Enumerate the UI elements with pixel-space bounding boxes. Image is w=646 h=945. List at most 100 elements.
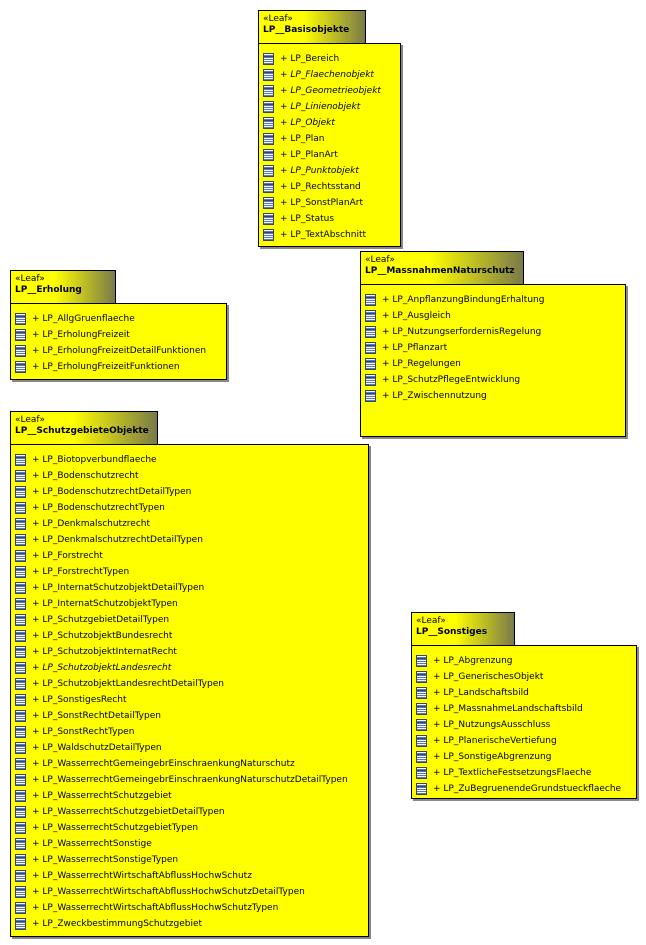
class-item[interactable]: + LP_TextAbschnitt xyxy=(263,227,381,243)
class-item[interactable]: + LP_Biotopverbundflaeche xyxy=(15,452,348,468)
package-body[interactable]: + LP_Bereich + LP_Flaechenobjekt + LP_Geom… xyxy=(258,43,401,247)
class-item[interactable]: + LP_ForstrechtTypen xyxy=(15,564,348,580)
class-item[interactable]: + LP_SonstigesRecht xyxy=(15,692,348,708)
class-item[interactable]: + LP_Regelungen xyxy=(365,356,544,372)
class-label: + LP_WasserrechtSchutzgebietTypen xyxy=(32,823,199,833)
class-item[interactable]: + LP_BodenschutzrechtDetailTypen xyxy=(15,484,348,500)
class-item[interactable]: + LP_NutzungserfordernisRegelung xyxy=(365,324,544,340)
class-item[interactable]: + LP_GenerischesObjekt xyxy=(416,669,621,685)
class-item[interactable]: + LP_WasserrechtSchutzgebietTypen xyxy=(15,820,348,836)
class-item[interactable]: + LP_WasserrechtGemeingebrEinschraenkung… xyxy=(15,772,348,788)
class-item[interactable]: + LP_ErholungFreizeit xyxy=(15,327,206,343)
class-label: + LP_InternatSchutzobjektDetailTypen xyxy=(32,583,205,593)
class-item[interactable]: + LP_SchutzobjektInternatRecht xyxy=(15,644,348,660)
class-label: + LP_Bodenschutzrecht xyxy=(32,471,139,481)
class-icon xyxy=(15,902,26,914)
class-item[interactable]: + LP_SchutzgebietDetailTypen xyxy=(15,612,348,628)
class-label: + LP_ErholungFreizeitDetailFunktionen xyxy=(32,346,207,356)
class-item[interactable]: + LP_BodenschutzrechtTypen xyxy=(15,500,348,516)
class-item[interactable]: + LP_Punktobjekt xyxy=(263,163,381,179)
class-label: + LP_Punktobjekt xyxy=(280,166,359,176)
class-item[interactable]: + LP_InternatSchutzobjektDetailTypen xyxy=(15,580,348,596)
class-icon xyxy=(15,662,26,674)
class-item[interactable]: + LP_Ausgleich xyxy=(365,308,544,324)
class-icon xyxy=(263,165,274,177)
class-list: + LP_Biotopverbundflaeche + LP_Bodenschut… xyxy=(15,452,348,932)
package-tab[interactable]: «Leaf» LP__MassnahmenNaturschutz xyxy=(360,251,524,284)
class-item[interactable]: + LP_SonstPlanArt xyxy=(263,195,381,211)
class-item[interactable]: + LP_ZweckbestimmungSchutzgebiet xyxy=(15,916,348,932)
class-item[interactable]: + LP_Linienobjekt xyxy=(263,99,381,115)
class-list: + LP_Abgrenzung+ LP_GenerischesObjekt + L… xyxy=(416,653,621,797)
class-item[interactable]: + LP_WaldschutzDetailTypen xyxy=(15,740,348,756)
class-item[interactable]: + LP_ErholungFreizeitFunktionen xyxy=(15,359,206,375)
package-stereotype: «Leaf» xyxy=(15,274,45,284)
class-label: + LP_Landschaftsbild xyxy=(433,688,529,698)
class-item[interactable]: + LP_Plan xyxy=(263,131,381,147)
class-item[interactable]: + LP_Bodenschutzrecht xyxy=(15,468,348,484)
class-item[interactable]: + LP_Status xyxy=(263,211,381,227)
class-label: + LP_ForstrechtTypen xyxy=(32,567,130,577)
class-item[interactable]: + LP_SchutzobjektLandesrecht xyxy=(15,660,348,676)
class-item[interactable]: + LP_ErholungFreizeitDetailFunktionen xyxy=(15,343,206,359)
class-icon xyxy=(15,774,26,786)
class-icon xyxy=(15,470,26,482)
class-icon xyxy=(15,582,26,594)
class-label: + LP_AllgGruenflaeche xyxy=(32,314,135,324)
class-item[interactable]: + LP_WasserrechtSchutzgebiet xyxy=(15,788,348,804)
class-item[interactable]: + LP_InternatSchutzobjektTypen xyxy=(15,596,348,612)
class-item[interactable]: + LP_WasserrechtSonstigeTypen xyxy=(15,852,348,868)
class-label: + LP_SchutzPflegeEntwicklung xyxy=(382,375,521,385)
class-item[interactable]: + LP_PlanerischeVertiefung xyxy=(416,733,621,749)
class-item[interactable]: + LP_DenkmalschutzrechtDetailTypen xyxy=(15,532,348,548)
class-label: + LP_Plan xyxy=(280,134,325,144)
class-item[interactable]: + LP_SchutzobjektLandesrechtDetailTypen xyxy=(15,676,348,692)
class-label: + LP_Flaechenobjekt xyxy=(280,70,374,80)
class-item[interactable]: + LP_Denkmalschutzrecht xyxy=(15,516,348,532)
class-item[interactable]: + LP_TextlicheFestsetzungsFlaeche xyxy=(416,765,621,781)
class-item[interactable]: + LP_Zwischennutzung xyxy=(365,388,544,404)
class-item[interactable]: + LP_Forstrecht xyxy=(15,548,348,564)
class-item[interactable]: + LP_Landschaftsbild xyxy=(416,685,621,701)
class-item[interactable]: + LP_NutzungsAusschluss xyxy=(416,717,621,733)
package-tab[interactable]: «Leaf» LP__Sonstiges xyxy=(411,612,515,645)
class-item[interactable]: + LP_SonstRechtDetailTypen xyxy=(15,708,348,724)
class-item[interactable]: + LP_WasserrechtSonstige xyxy=(15,836,348,852)
class-item[interactable]: + LP_WasserrechtSchutzgebietDetailTypen xyxy=(15,804,348,820)
class-icon xyxy=(15,502,26,514)
package-tab[interactable]: «Leaf» LP__Erholung xyxy=(10,270,116,303)
class-icon xyxy=(15,566,26,578)
class-icon xyxy=(15,742,26,754)
class-icon xyxy=(15,678,26,690)
package-body[interactable]: + LP_AllgGruenflaeche + LP_ErholungFreize… xyxy=(10,303,227,380)
class-item[interactable]: + LP_ZuBegruenendeGrundstueckflaeche xyxy=(416,781,621,797)
class-item[interactable]: + LP_Abgrenzung xyxy=(416,653,621,669)
package-tab[interactable]: «Leaf» LP__Basisobjekte xyxy=(258,10,366,43)
package-body[interactable]: + LP_Biotopverbundflaeche + LP_Bodenschut… xyxy=(10,444,369,937)
class-item[interactable]: + LP_AllgGruenflaeche xyxy=(15,311,206,327)
class-item[interactable]: + LP_Rechtsstand xyxy=(263,179,381,195)
class-item[interactable]: + LP_WasserrechtWirtschaftAbflussHochwSc… xyxy=(15,884,348,900)
class-item[interactable]: + LP_Objekt xyxy=(263,115,381,131)
class-item[interactable]: + LP_PlanArt xyxy=(263,147,381,163)
class-item[interactable]: + LP_WasserrechtWirtschaftAbflussHochwSc… xyxy=(15,868,348,884)
class-item[interactable]: + LP_WasserrechtWirtschaftAbflussHochwSc… xyxy=(15,900,348,916)
class-item[interactable]: + LP_WasserrechtGemeingebrEinschraenkung… xyxy=(15,756,348,772)
class-label: + LP_InternatSchutzobjektTypen xyxy=(32,599,178,609)
package-tab[interactable]: «Leaf» LP__SchutzgebieteObjekte xyxy=(10,411,158,444)
class-label: + LP_SchutzgebietDetailTypen xyxy=(32,615,170,625)
class-item[interactable]: + LP_AnpflanzungBindungErhaltung xyxy=(365,292,544,308)
class-item[interactable]: + LP_SchutzobjektBundesrecht xyxy=(15,628,348,644)
class-label: + LP_BodenschutzrechtDetailTypen xyxy=(32,487,192,497)
class-item[interactable]: + LP_Bereich xyxy=(263,51,381,67)
class-item[interactable]: + LP_Geometrieobjekt xyxy=(263,83,381,99)
class-item[interactable]: + LP_SonstRechtTypen xyxy=(15,724,348,740)
package-body[interactable]: + LP_AnpflanzungBindungErhaltung+ LP_Aus… xyxy=(360,284,626,437)
class-item[interactable]: + LP_Flaechenobjekt xyxy=(263,67,381,83)
package-body[interactable]: + LP_Abgrenzung+ LP_GenerischesObjekt + L… xyxy=(411,645,637,799)
class-icon xyxy=(416,719,427,731)
class-item[interactable]: + LP_SchutzPflegeEntwicklung xyxy=(365,372,544,388)
class-item[interactable]: + LP_MassnahmeLandschaftsbild xyxy=(416,701,621,717)
class-item[interactable]: + LP_Pflanzart xyxy=(365,340,544,356)
class-item[interactable]: + LP_SonstigeAbgrenzung xyxy=(416,749,621,765)
